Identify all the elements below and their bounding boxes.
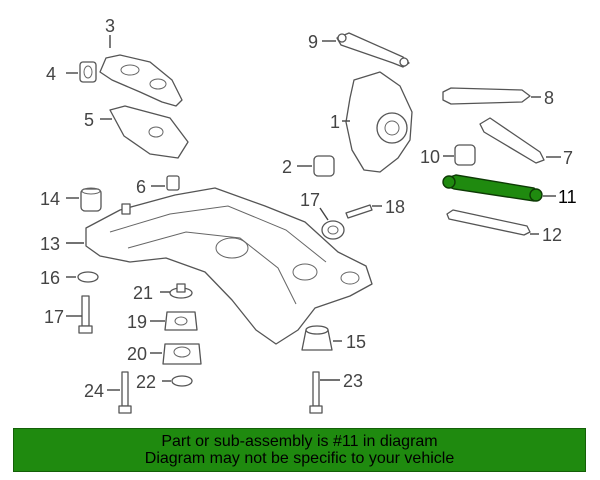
callout-22: 21 [133, 283, 153, 303]
callout-10: 10 [420, 147, 440, 167]
callout-11: 11 [558, 187, 577, 207]
callout-8: 8 [544, 88, 554, 108]
part-19-bolt[interactable] [345, 204, 373, 219]
part-14-mount[interactable] [80, 187, 102, 212]
part-23-washer[interactable] [171, 375, 193, 387]
callout-2: 2 [282, 157, 292, 177]
callout-12: 12 [542, 225, 562, 245]
callout-19: 18 [385, 197, 405, 217]
callout-24: 24 [84, 381, 104, 401]
leader-lines [66, 35, 561, 391]
part-6-nut[interactable] [166, 175, 180, 191]
part-3-control-arm[interactable] [99, 54, 183, 107]
part-21-bushing[interactable] [162, 343, 202, 365]
banner-line-1: Part or sub-assembly is #11 in diagram [161, 433, 438, 450]
part-18-bushing[interactable] [321, 220, 345, 240]
part-13-subframe[interactable] [85, 187, 373, 345]
parts-diagram: 3 4 5 6 14 13 16 17 21 19 20 22 24 9 1 2… [40, 16, 577, 414]
part-9-link[interactable] [336, 32, 410, 68]
part-15-mount[interactable] [301, 325, 333, 351]
part-12-strut[interactable] [446, 209, 531, 236]
callout-4: 4 [46, 64, 56, 84]
callout-20: 19 [127, 312, 147, 332]
callout-18: 17 [300, 190, 320, 210]
callout-21: 20 [127, 344, 147, 364]
callout-6: 6 [136, 177, 146, 197]
part-1-knuckle[interactable] [345, 71, 413, 173]
callout-13: 13 [40, 234, 60, 254]
callout-17-right: 23 [343, 371, 363, 391]
part-2-bushing[interactable] [313, 155, 335, 177]
part-17-bolt-right[interactable] [309, 371, 323, 414]
part-24-bolt[interactable] [118, 371, 132, 414]
callout-3: 3 [105, 16, 115, 36]
part-17-bolt-left[interactable] [78, 295, 93, 334]
part-8-arm[interactable] [442, 87, 531, 105]
part-20-bushing[interactable] [164, 311, 198, 331]
part-11-arm-highlighted[interactable] [442, 174, 543, 202]
callout-17-left: 17 [44, 307, 64, 327]
callout-7: 7 [563, 148, 573, 168]
part-16-washer[interactable] [77, 271, 99, 283]
callout-23: 22 [136, 372, 156, 392]
callout-9: 9 [308, 32, 318, 52]
callout-14: 14 [40, 189, 60, 209]
callout-5: 5 [84, 110, 94, 130]
info-banner: Part or sub-assembly is #11 in diagram D… [13, 428, 586, 472]
part-5-cover[interactable] [109, 105, 189, 159]
callout-16: 16 [40, 268, 60, 288]
banner-line-2: Diagram may not be specific to your vehi… [144, 450, 455, 467]
callout-1: 1 [330, 112, 340, 132]
part-7-arm[interactable] [479, 117, 545, 164]
part-4-bushing[interactable] [79, 61, 97, 83]
part-10-bushing[interactable] [454, 144, 476, 166]
part-22-mount[interactable] [169, 283, 193, 299]
callout-15: 15 [346, 332, 366, 352]
callout-labels: 3 4 5 6 14 13 16 17 21 19 20 22 24 9 1 2… [40, 16, 577, 401]
